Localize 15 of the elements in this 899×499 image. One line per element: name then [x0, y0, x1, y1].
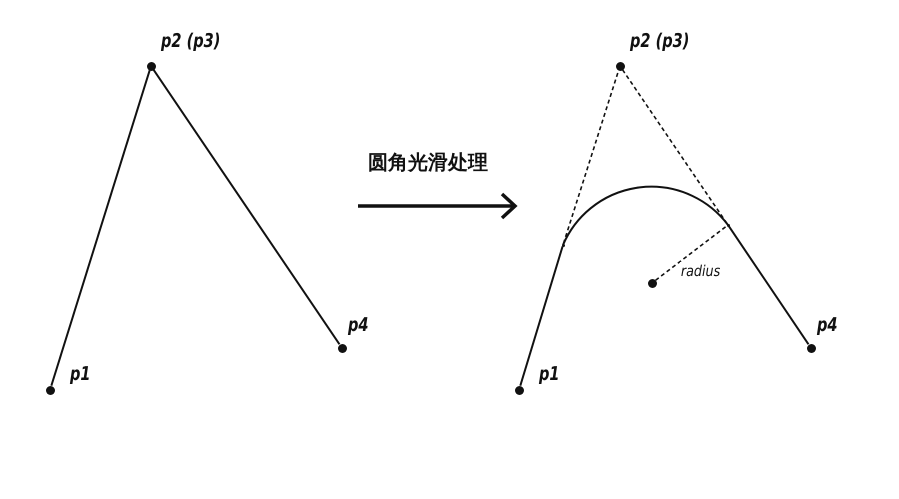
dashed-line [562, 70, 620, 244]
point-label: p2 (p3) [630, 30, 690, 52]
dashed-line [655, 225, 728, 281]
point-label: p1 [70, 363, 91, 385]
line-segment [152, 69, 340, 345]
point-label: p2 (p3) [161, 30, 220, 52]
point-label: p4 [817, 314, 838, 336]
line-segment [519, 246, 564, 386]
point-label: p4 [348, 314, 369, 336]
dashed-line [622, 69, 728, 224]
transform-caption: 圆角光滑处理 [368, 150, 488, 174]
rounded-arc [562, 186, 729, 246]
line-segment [50, 70, 151, 386]
line-segment [728, 226, 810, 345]
point-label: p1 [539, 363, 560, 385]
